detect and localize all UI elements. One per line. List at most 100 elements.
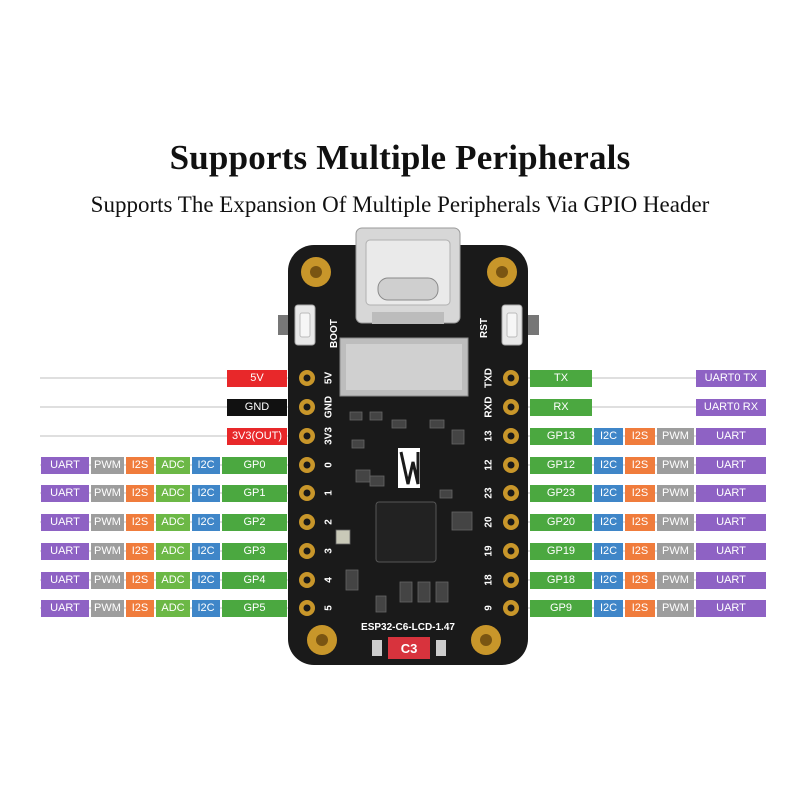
right-func-tag-i2c: I2C	[594, 457, 623, 474]
right-gpio-label: GP20	[530, 514, 592, 531]
right-gpio-label: GP13	[530, 428, 592, 445]
left-func-tag-pwm: PWM	[91, 457, 124, 474]
boot-button	[294, 304, 316, 346]
right-func-tag-i2c: I2C	[594, 514, 623, 531]
left-pin-label: 1	[324, 490, 335, 496]
left-func-tag-i2s: I2S	[126, 485, 154, 502]
left-func-tag-adc: ADC	[156, 543, 190, 560]
pin-hole-center	[303, 374, 311, 382]
right-func-tag-i2c: I2C	[594, 572, 623, 589]
left-func-tag-i2s: I2S	[126, 514, 154, 531]
power-label: GND	[227, 399, 287, 416]
pin-hole-center	[303, 403, 311, 411]
pin-hole-center	[507, 576, 515, 584]
left-func-tag-uart: UART	[41, 457, 89, 474]
left-func-tag-adc: ADC	[156, 600, 190, 617]
right-gpio-label: GP19	[530, 543, 592, 560]
left-func-tag-uart: UART	[41, 514, 89, 531]
pin-hole-center	[507, 547, 515, 555]
right-func-tag-pwm: PWM	[657, 600, 694, 617]
led-left	[372, 640, 382, 656]
left-func-tag-i2c: I2C	[192, 514, 220, 531]
pin-hole-center	[303, 432, 311, 440]
right-gpio-label: GP9	[530, 600, 592, 617]
right-func-tag-i2s: I2S	[625, 600, 655, 617]
left-func-tag-uart: UART	[41, 600, 89, 617]
left-gpio-label: GP2	[222, 514, 287, 531]
board-model-label: ESP32-C6-LCD-1.47	[361, 622, 455, 633]
right-func-tag-i2s: I2S	[625, 428, 655, 445]
right-uart-func-label: UART0 TX	[696, 370, 766, 387]
right-func-tag-uart: UART	[696, 543, 766, 560]
pin-hole-center	[303, 489, 311, 497]
right-pin-label: TXD	[484, 368, 495, 388]
right-pin-label: 12	[484, 459, 495, 471]
power-label: 5V	[227, 370, 287, 387]
sd-card-slot	[339, 337, 469, 397]
left-func-tag-pwm: PWM	[91, 543, 124, 560]
left-gpio-label: GP3	[222, 543, 287, 560]
right-pin-label: 20	[484, 516, 495, 528]
left-func-tag-uart: UART	[41, 572, 89, 589]
right-func-tag-uart: UART	[696, 514, 766, 531]
rst-button-side	[527, 315, 539, 335]
left-gpio-label: GP1	[222, 485, 287, 502]
right-uart-pin-label: RX	[530, 399, 592, 416]
right-func-tag-i2c: I2C	[594, 600, 623, 617]
left-pin-label: 2	[324, 519, 335, 525]
pin-hole-center	[303, 576, 311, 584]
brand-logo	[398, 448, 420, 488]
pin-hole-center	[303, 547, 311, 555]
left-func-tag-uart: UART	[41, 485, 89, 502]
left-pin-label: 5V	[324, 372, 335, 385]
page-subtitle: Supports The Expansion Of Multiple Perip…	[90, 192, 710, 217]
usb-c-connector	[355, 227, 461, 324]
left-func-tag-pwm: PWM	[91, 600, 124, 617]
right-pin-label: 23	[484, 487, 495, 499]
left-pin-label: 4	[324, 577, 335, 583]
right-func-tag-uart: UART	[696, 457, 766, 474]
left-gpio-label: GP5	[222, 600, 287, 617]
right-func-tag-i2c: I2C	[594, 543, 623, 560]
led-right	[436, 640, 446, 656]
chip-label-text: C3	[401, 641, 418, 656]
right-func-tag-uart: UART	[696, 428, 766, 445]
left-func-tag-i2c: I2C	[192, 457, 220, 474]
left-func-tag-adc: ADC	[156, 572, 190, 589]
right-func-tag-pwm: PWM	[657, 572, 694, 589]
left-func-tag-adc: ADC	[156, 514, 190, 531]
left-func-tag-i2s: I2S	[126, 572, 154, 589]
right-pin-label: 19	[484, 545, 495, 557]
right-func-tag-uart: UART	[696, 572, 766, 589]
right-gpio-label: GP23	[530, 485, 592, 502]
rst-button	[501, 304, 523, 346]
left-func-tag-pwm: PWM	[91, 514, 124, 531]
gpio-pin-holes	[299, 370, 519, 616]
right-func-tag-pwm: PWM	[657, 428, 694, 445]
right-func-tag-i2s: I2S	[625, 543, 655, 560]
left-func-tag-i2c: I2C	[192, 600, 220, 617]
boot-button-side	[278, 315, 290, 335]
pin-hole-center	[507, 518, 515, 526]
pin-hole-center	[507, 489, 515, 497]
right-func-tag-uart: UART	[696, 485, 766, 502]
pin-hole-center	[507, 604, 515, 612]
right-pin-label: RXD	[484, 396, 495, 417]
right-uart-func-label: UART0 RX	[696, 399, 766, 416]
right-func-tag-pwm: PWM	[657, 457, 694, 474]
left-pin-label: 3V3	[324, 427, 335, 445]
right-pin-label: 18	[484, 574, 495, 586]
right-pin-label: 13	[484, 430, 495, 442]
pin-hole-center	[303, 604, 311, 612]
left-func-tag-i2s: I2S	[126, 457, 154, 474]
right-func-tag-i2c: I2C	[594, 485, 623, 502]
left-func-tag-pwm: PWM	[91, 485, 124, 502]
boot-label: BOOT	[329, 319, 340, 348]
right-func-tag-i2s: I2S	[625, 457, 655, 474]
left-func-tag-i2c: I2C	[192, 572, 220, 589]
right-func-tag-i2s: I2S	[625, 514, 655, 531]
left-func-tag-i2s: I2S	[126, 543, 154, 560]
right-func-tag-pwm: PWM	[657, 485, 694, 502]
